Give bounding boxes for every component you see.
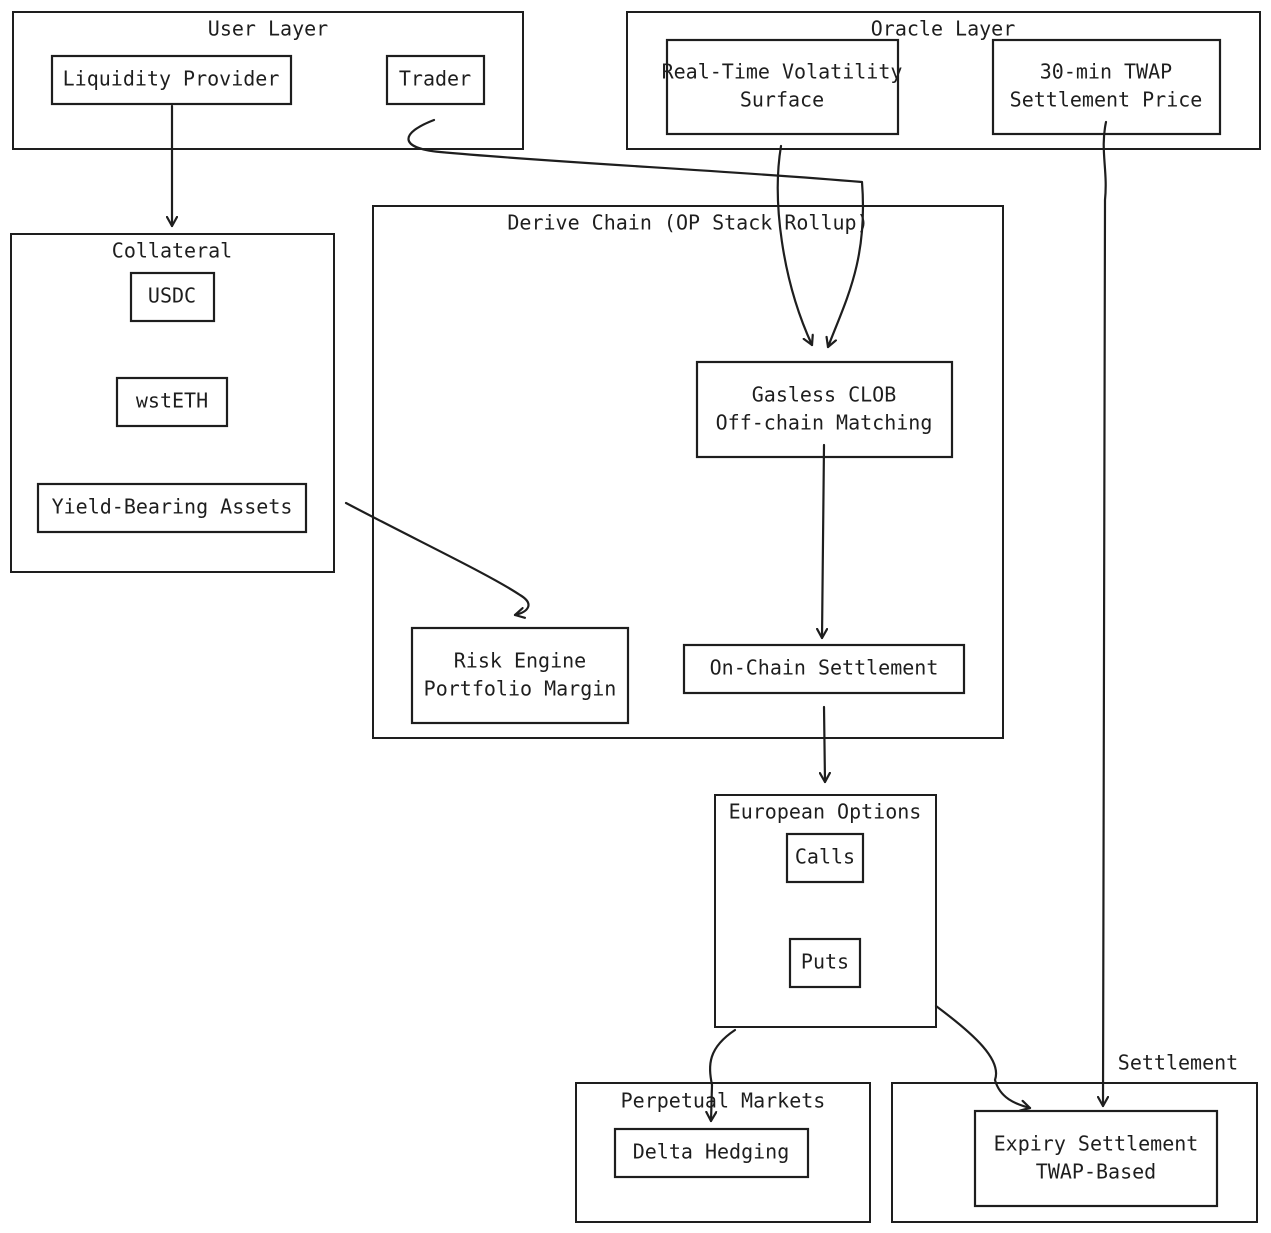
volatility-surface-label-line1: Real-Time Volatility	[662, 60, 903, 84]
twap-price-label-line2: Settlement Price	[1010, 88, 1203, 112]
european-options-title: European Options	[729, 800, 922, 824]
derive-chain-title: Derive Chain (OP Stack Rollup)	[507, 211, 868, 235]
edge-volatility-surface-to-clob	[776, 144, 812, 347]
twap-price-node: 30-min TWAP Settlement Price	[991, 38, 1222, 136]
onchain-settlement-node: On-Chain Settlement	[682, 643, 966, 695]
usdc-node: USDC	[129, 271, 216, 323]
usdc-label: USDC	[148, 284, 196, 308]
expiry-settlement-label-line1: Expiry Settlement	[994, 1132, 1199, 1156]
clob-node: Gasless CLOB Off-chain Matching	[695, 360, 954, 459]
liquidity-provider-label: Liquidity Provider	[63, 67, 280, 91]
oracle-layer-title: Oracle Layer	[871, 17, 1016, 41]
edge-twap-to-expiry-settlement	[1103, 120, 1106, 1108]
trader-label: Trader	[399, 67, 471, 91]
yield-assets-node: Yield-Bearing Assets	[36, 482, 308, 534]
onchain-settlement-label: On-Chain Settlement	[710, 656, 939, 680]
edge-european-options-to-expiry-settlement	[934, 1004, 1032, 1108]
puts-label: Puts	[801, 950, 849, 974]
edge-clob-to-onchain-settlement	[822, 443, 824, 640]
volatility-surface-node: Real-Time Volatility Surface	[662, 38, 903, 136]
calls-label: Calls	[795, 845, 855, 869]
volatility-surface-label-line2: Surface	[740, 88, 824, 112]
collateral-title: Collateral	[112, 239, 232, 263]
calls-node: Calls	[785, 832, 865, 884]
expiry-settlement-node: Expiry Settlement TWAP-Based	[973, 1109, 1219, 1208]
user-layer-title: User Layer	[208, 17, 328, 41]
yield-assets-label: Yield-Bearing Assets	[52, 495, 293, 519]
wsteth-node: wstETH	[115, 376, 229, 428]
clob-label-line2: Off-chain Matching	[716, 411, 933, 435]
risk-engine-node: Risk Engine Portfolio Margin	[410, 626, 630, 725]
edge-onchain-settlement-to-european-options	[824, 705, 825, 784]
delta-hedging-node: Delta Hedging	[613, 1127, 810, 1179]
settlement-title: Settlement	[1118, 1051, 1238, 1075]
clob-label-line1: Gasless CLOB	[752, 383, 897, 407]
risk-engine-label-line2: Portfolio Margin	[424, 677, 617, 701]
european-options-group: European Options	[714, 794, 937, 1028]
wsteth-label: wstETH	[136, 389, 208, 413]
edge-trader-to-clob	[407, 118, 865, 349]
edge-european-options-to-delta-hedging	[710, 1028, 737, 1123]
edge-collateral-to-risk-engine	[344, 501, 530, 615]
perpetual-markets-title: Perpetual Markets	[621, 1089, 826, 1113]
twap-price-label-line1: 30-min TWAP	[1040, 60, 1172, 84]
trader-node: Trader	[385, 54, 486, 106]
liquidity-provider-node: Liquidity Provider	[50, 54, 293, 106]
risk-engine-label-line1: Risk Engine	[454, 649, 586, 673]
expiry-settlement-label-line2: TWAP-Based	[1036, 1160, 1156, 1184]
delta-hedging-label: Delta Hedging	[633, 1140, 790, 1164]
puts-node: Puts	[788, 937, 862, 989]
